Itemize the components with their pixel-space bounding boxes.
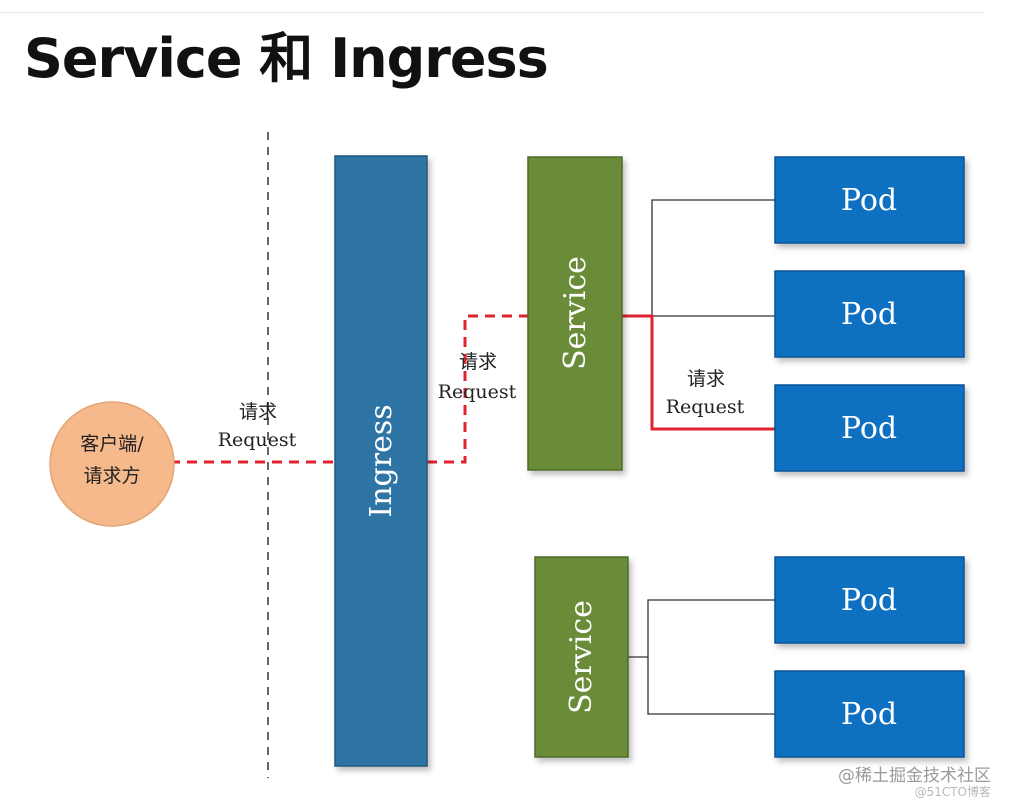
service-to-pod-line [622,314,775,431]
pod-box-5: Pod [774,670,965,758]
pod-label-4: Pod [841,583,897,618]
pod-label-3: Pod [841,411,897,446]
edge-label-1-en: Request [218,429,297,451]
edge-label-2-en: Request [438,381,517,403]
edge-label-2-cn: 请求 [459,351,497,373]
client-label-line2: 请求方 [83,465,140,487]
ingress-label: Ingress [364,404,399,517]
watermark: @稀土掘金技术社区 @51CTO博客 [838,761,991,799]
service-box-1: Service [527,156,623,471]
edge-label-service-pod: 请求 Request [666,368,745,418]
ingress-box: Ingress [334,155,428,767]
pod-box-3: Pod [774,384,965,472]
edge-label-client-ingress: 请求 Request [218,401,297,451]
client-label-line1: 客户端/ [80,433,144,455]
client-node: 客户端/ 请求方 [49,401,175,527]
top-divider [0,12,985,13]
pod-label-5: Pod [841,697,897,732]
pod-box-1: Pod [774,156,965,244]
request-path [170,314,775,464]
service-box-2: Service [534,556,629,758]
edge-label-3-cn: 请求 [687,368,725,390]
pod-label-2: Pod [841,297,897,332]
service-label-2: Service [564,600,599,714]
pod-box-2: Pod [774,270,965,358]
service-pod-connectors [622,199,775,715]
service-label-1: Service [558,256,593,370]
page-title: Service 和 Ingress [24,27,549,90]
edge-label-3-en: Request [666,396,745,418]
ingress-to-service-line [427,314,528,464]
watermark-sub: @51CTO博客 [914,785,991,799]
edge-label-1-cn: 请求 [239,401,277,423]
pod-box-4: Pod [774,556,965,644]
pod-label-1: Pod [841,183,897,218]
edge-label-ingress-service: 请求 Request [438,351,517,403]
watermark-main: @稀土掘金技术社区 [838,766,991,786]
